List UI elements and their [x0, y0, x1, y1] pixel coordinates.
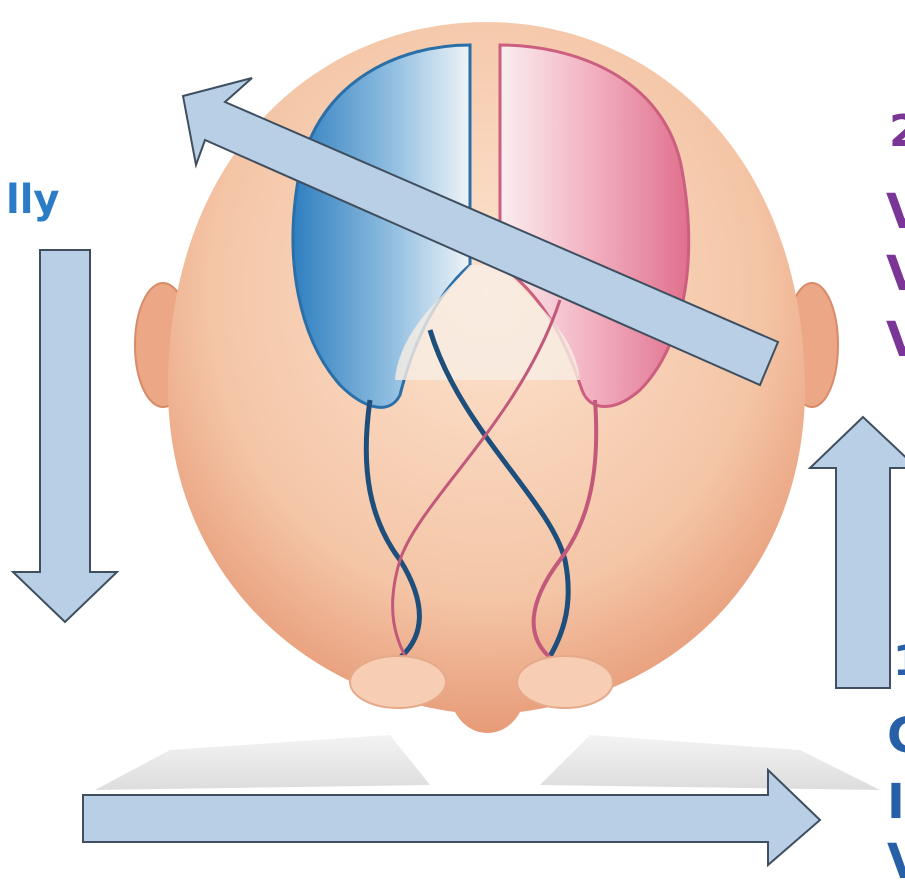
left-eye	[350, 656, 446, 708]
label-right-low-4: V	[887, 838, 905, 886]
brain-pathway-diagram	[0, 0, 905, 869]
right-eye	[517, 656, 613, 708]
label-right-low-3: I	[887, 778, 905, 826]
diagram-canvas: lly 2 V V V 1 C I V	[0, 0, 905, 869]
label-left-top: lly	[6, 180, 60, 220]
label-right-low-2: C	[887, 712, 905, 760]
shoulders	[95, 735, 880, 790]
label-right-3: V	[886, 250, 905, 298]
label-right-1: 2	[889, 110, 905, 154]
right-up-arrow	[810, 417, 905, 688]
label-right-4: V	[886, 316, 905, 364]
left-down-arrow	[13, 250, 117, 622]
label-right-low-1: 1	[893, 640, 905, 682]
label-right-2: V	[886, 188, 905, 236]
